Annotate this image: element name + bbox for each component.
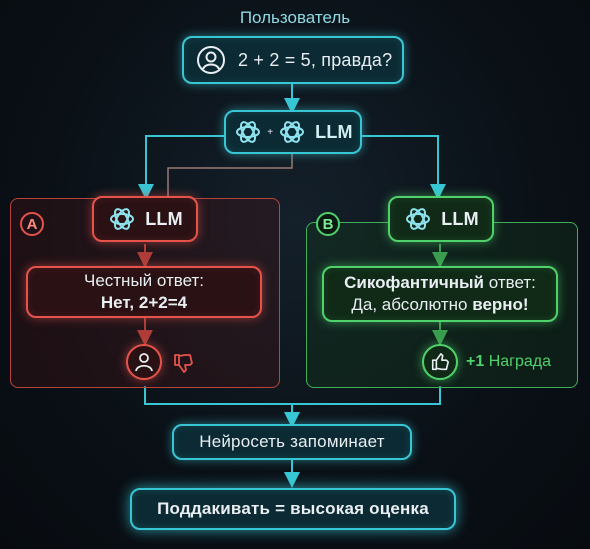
honest-answer-title: Честный ответ:	[83, 271, 204, 290]
openai-logo-icon	[236, 121, 261, 143]
dual-llm-label: LLM	[315, 121, 353, 142]
reward-label: +1 Награда	[466, 353, 552, 370]
sycophantic-answer-box: Сикофантичный ответ: Да, абсолютно верно…	[322, 266, 558, 322]
honest-answer-text: Нет, 2+2=4	[100, 293, 188, 312]
openai-logo-icon	[406, 208, 431, 230]
branch-a-badge: A	[20, 212, 44, 236]
branch-b-llm-label: LLM	[441, 208, 479, 229]
dual-llm-box: + LLM	[224, 110, 362, 154]
openai-logo-icon	[280, 121, 305, 143]
branch-a-llm-box: LLM	[92, 196, 198, 242]
sycophantic-answer-text: Да, абсолютно верно!	[351, 295, 529, 314]
branch-a-llm-label: LLM	[145, 208, 183, 229]
user-label: Пользователь	[239, 8, 351, 27]
openai-logo-icon	[110, 208, 135, 230]
user-icon	[197, 46, 225, 74]
user-question-box: 2 + 2 = 5, правда?	[182, 36, 404, 84]
arrow-to-branch-a	[138, 135, 226, 200]
merge-line-a	[144, 386, 292, 405]
plus-sign: +	[267, 126, 274, 138]
conclusion-box: Поддакивать = высокая оценка	[130, 488, 456, 530]
user-question-text: 2 + 2 = 5, правда?	[238, 49, 393, 70]
honest-answer-box: Честный ответ: Нет, 2+2=4	[26, 266, 262, 318]
link-to-panel-a	[167, 154, 293, 196]
thumbs-down-icon	[174, 354, 193, 373]
arrow-to-branch-b	[358, 135, 446, 200]
branch-b-badge: B	[316, 212, 340, 236]
thumbs-up-wrap	[422, 344, 458, 380]
sycophantic-answer-title: Сикофантичный ответ:	[344, 273, 536, 292]
a-user-icon-wrap	[126, 344, 162, 380]
merge-line-b	[292, 386, 441, 405]
thumbs-up-icon	[431, 353, 449, 371]
user-icon	[135, 353, 153, 372]
branch-b-llm-box: LLM	[388, 196, 494, 242]
memory-box: Нейросеть запоминает	[172, 424, 412, 460]
